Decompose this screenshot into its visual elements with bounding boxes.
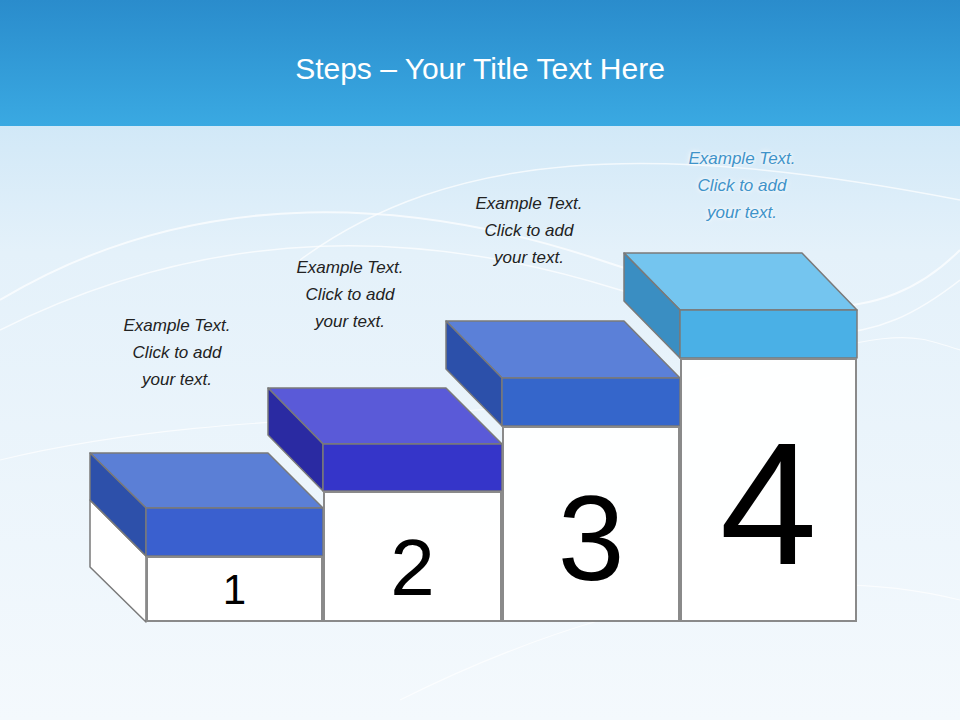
step-block: Example Text. Click to add your text.1 [146,556,323,622]
lid-side [90,453,146,556]
step-caption: Example Text. Click to add your text. [680,145,804,226]
step-caption: Example Text. Click to add your text. [115,312,239,393]
step-number: 1 [148,569,321,611]
lid-side [624,253,680,358]
step-number: 4 [682,416,855,591]
step-block: Example Text. Click to add your text.2 [323,491,502,622]
title-band [0,0,960,126]
slide-title: Steps – Your Title Text Here [0,52,960,86]
step-lids [90,253,857,622]
step-number: 3 [504,478,678,598]
step-caption: Example Text. Click to add your text. [288,254,412,335]
step-block: Example Text. Click to add your text.4 [680,358,857,622]
lid-front [502,378,680,426]
lid-side [268,388,323,491]
lid-side [446,321,502,426]
lid-front [323,444,502,491]
step-number: 2 [325,528,500,608]
lid-front [146,508,323,556]
lid-front [680,310,857,358]
wave-lines [0,164,960,700]
step-caption: Example Text. Click to add your text. [467,190,591,271]
step-block: Example Text. Click to add your text.3 [502,426,680,622]
